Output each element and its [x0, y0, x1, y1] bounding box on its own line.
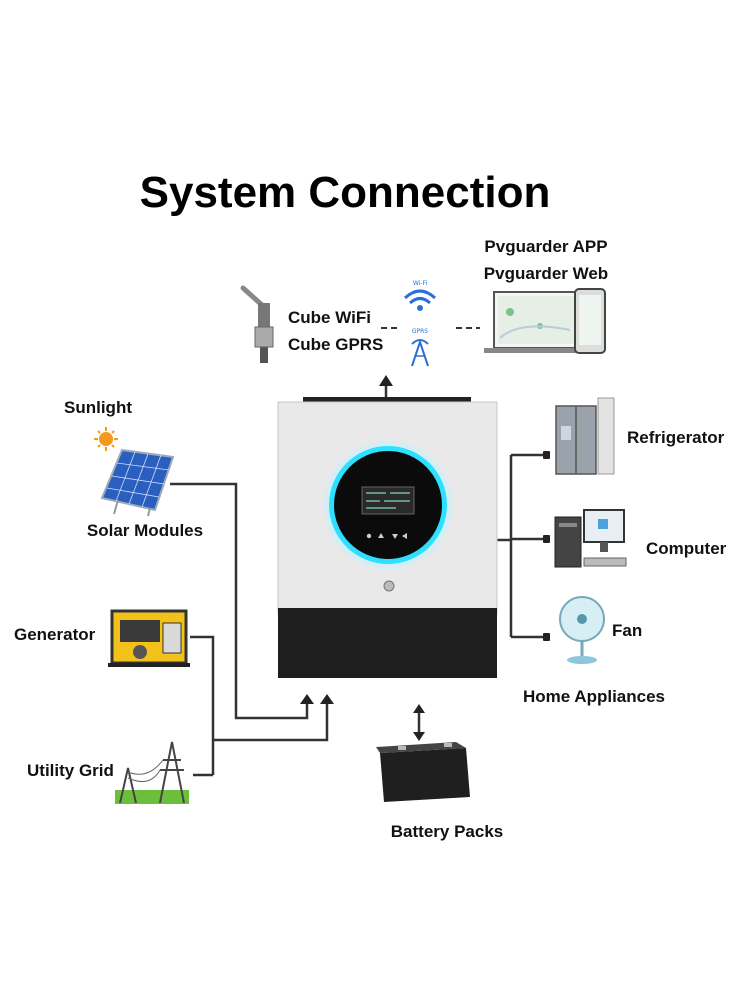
fan-label: Fan	[612, 621, 642, 640]
wifi-icon: Wi-Fi	[403, 280, 437, 311]
cube-wifi-device	[240, 285, 274, 363]
plug-dots	[543, 451, 550, 641]
computer-label: Computer	[646, 539, 727, 558]
power-switch-icon	[383, 580, 395, 592]
inverter-buttons	[366, 533, 407, 539]
battery-arrow-down-icon	[413, 732, 425, 741]
inverter-unit	[277, 397, 498, 678]
fan-icon	[559, 596, 605, 664]
lcd-content	[366, 492, 410, 509]
home-appliances-label: Home Appliances	[523, 687, 665, 706]
utility-grid-label: Utility Grid	[27, 761, 114, 780]
battery-arrow-up-icon	[413, 704, 425, 713]
laptop-phone-icon	[484, 288, 606, 354]
connection-lines	[170, 384, 545, 777]
svg-text:Wi-Fi: Wi-Fi	[413, 280, 428, 287]
refrigerator-label: Refrigerator	[627, 428, 725, 447]
dongle-connector-icon	[254, 326, 274, 348]
antenna-icon	[240, 285, 265, 308]
utility-grid-icon	[115, 741, 189, 804]
diagram-title: System Connection	[140, 168, 551, 217]
arrow-heads	[300, 375, 425, 741]
battery-packs-label: Battery Packs	[391, 822, 503, 841]
button-back	[366, 533, 372, 539]
generator-line	[190, 635, 215, 775]
sunlight-label: Sunlight	[64, 398, 132, 417]
computer-icon	[554, 509, 627, 568]
cube-wifi-label: Cube WiFi	[288, 308, 371, 327]
ac-input-line	[213, 702, 329, 742]
solar-arrow-icon	[300, 694, 314, 704]
cube-gprs-label: Cube GPRS	[288, 335, 383, 354]
grid-arrow-icon	[320, 694, 334, 704]
pvguarder-app-label: Pvguarder APP	[484, 237, 607, 256]
button-down	[392, 534, 398, 539]
solar-line	[170, 482, 309, 720]
dongle-body-icon	[258, 303, 270, 327]
inverter-lower-case	[278, 608, 497, 678]
dongle-plug-icon	[260, 347, 268, 363]
button-enter	[402, 533, 407, 539]
sun-icon	[94, 427, 118, 451]
button-up	[378, 533, 384, 538]
svg-text:GPRS: GPRS	[412, 328, 428, 335]
solar-panel-icon	[100, 448, 175, 517]
monitor-arrow-icon	[379, 375, 393, 386]
pvguarder-web-label: Pvguarder Web	[484, 264, 608, 283]
gprs-tower-icon: GPRS	[411, 328, 429, 367]
generator-icon	[108, 609, 190, 667]
refrigerator-icon	[555, 397, 615, 475]
solar-modules-label: Solar Modules	[87, 521, 203, 540]
battery-pack-icon	[376, 742, 470, 802]
generator-label: Generator	[14, 625, 96, 644]
